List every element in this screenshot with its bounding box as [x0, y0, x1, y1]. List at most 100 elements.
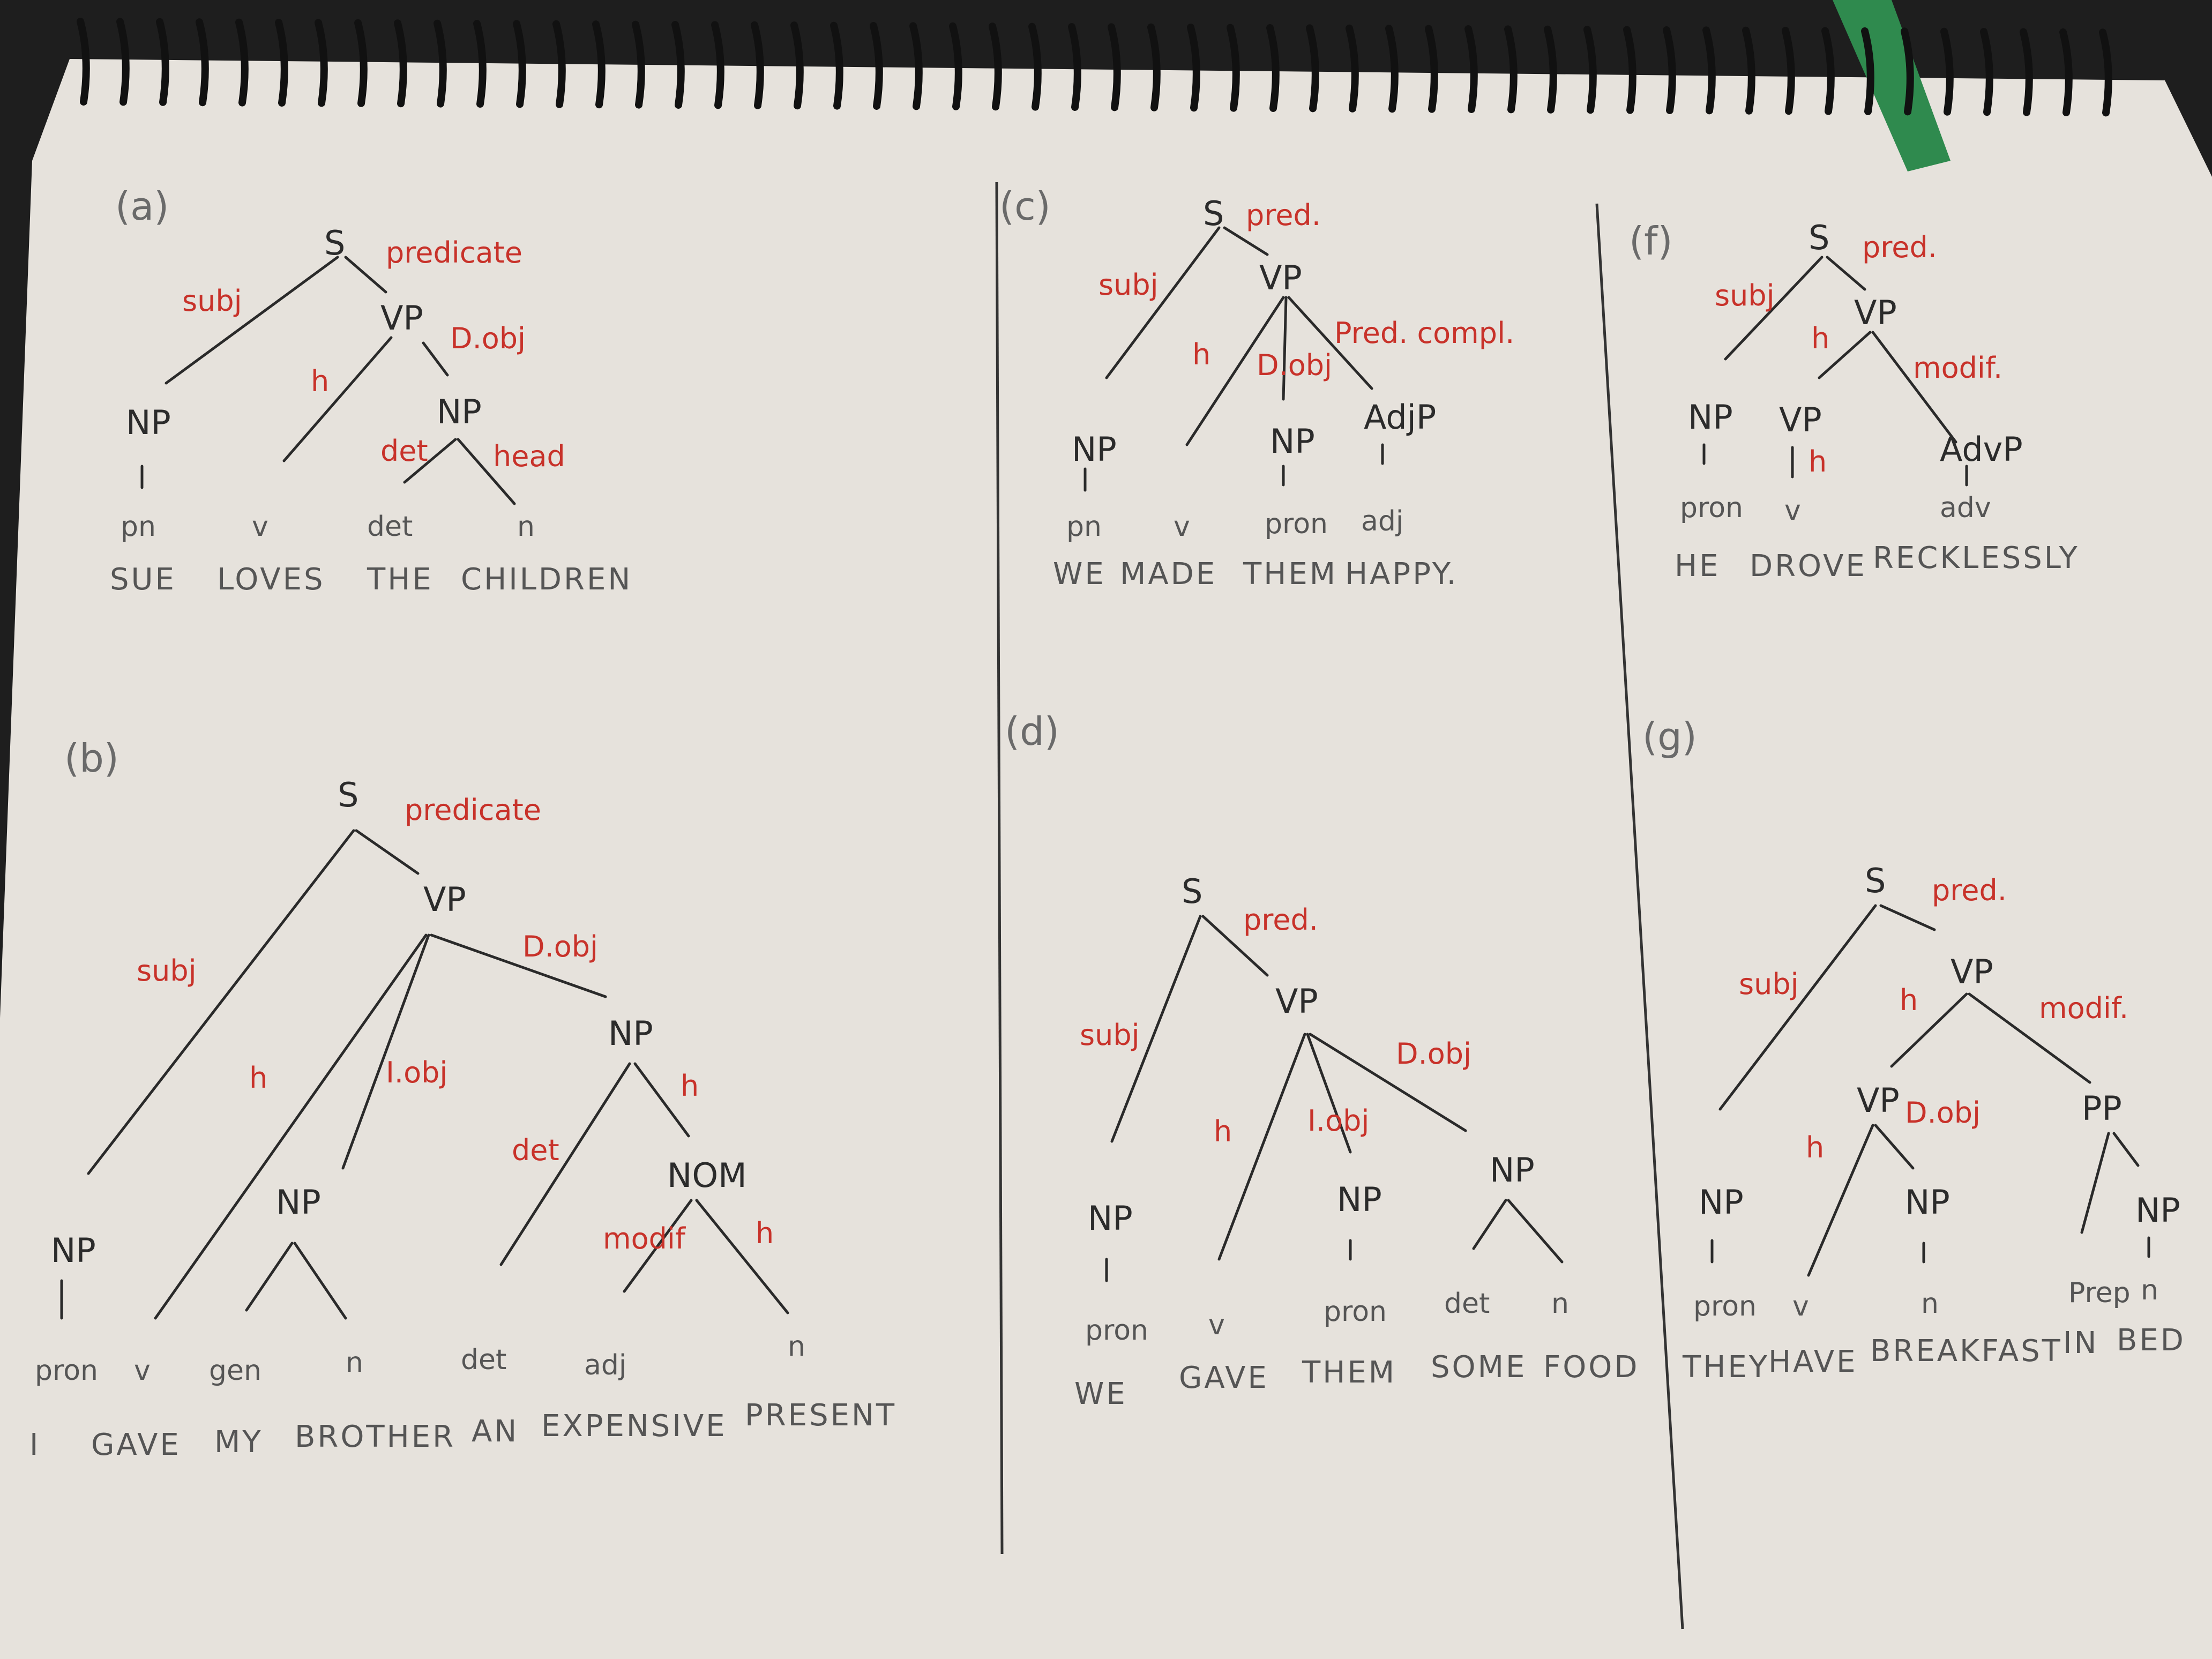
spiral-coil	[1940, 27, 1954, 116]
word-b-5: AN	[472, 1414, 519, 1449]
spiral-coil	[632, 20, 645, 109]
spiral-coil	[434, 19, 447, 108]
word-g-3: BREAKFAST	[1870, 1334, 2062, 1369]
label-g: (g)	[1642, 714, 1697, 759]
pos-b-1: pron	[35, 1355, 98, 1387]
spiral-coil	[711, 21, 724, 109]
word-c-4: HAPPY.	[1345, 557, 1458, 592]
word-d-4: SOME	[1431, 1350, 1527, 1385]
node-f-np: NP	[1688, 398, 1733, 437]
spiral-coil	[1028, 23, 1042, 111]
rel-d-subj: subj	[1080, 1018, 1140, 1052]
node-g-pp: PP	[2082, 1089, 2122, 1128]
tree-a: (a) S VP NP NP subj predicate h D.obj de…	[110, 184, 630, 597]
spiral-coil	[1782, 27, 1795, 115]
spiral-coil	[1980, 28, 1993, 116]
tree-g: (g) S VP VP PP NP NP NP subj pred. h mod…	[1642, 714, 2186, 1385]
pos-f-3: adv	[1940, 492, 1991, 524]
node-d-np1: NP	[1088, 1199, 1133, 1238]
spiral-coil	[1464, 25, 1478, 113]
spiral-coil	[354, 19, 368, 107]
spiral-coil	[2020, 28, 2033, 116]
node-b-nom: NOM	[667, 1156, 747, 1195]
node-c-s: S	[1203, 194, 1224, 233]
rel-b-subj: subj	[137, 954, 197, 988]
pos-c-1: pn	[1066, 511, 1102, 543]
spiral-binding	[77, 18, 2112, 117]
node-f-s: S	[1809, 218, 1829, 257]
label-a: (a)	[115, 184, 169, 229]
pos-d-2: v	[1208, 1309, 1225, 1341]
pos-b-4: n	[346, 1347, 363, 1379]
rel-b-h3: h	[756, 1216, 774, 1250]
spiral-coil	[949, 22, 962, 110]
word-g-5: BED	[2117, 1323, 2186, 1358]
pos-d-3: pron	[1324, 1296, 1387, 1328]
rel-b-h: h	[249, 1061, 267, 1095]
pos-g-2: v	[1792, 1290, 1809, 1322]
spiral-coil	[1108, 23, 1121, 111]
word-f-3: RECKLESSLY	[1873, 541, 2080, 576]
word-c-2: MADE	[1120, 557, 1217, 592]
pos-d-5: n	[1551, 1288, 1569, 1320]
tree-c: (c) S VP NP NP AdjP subj pred. h D.obj P…	[999, 184, 1514, 592]
spiral-coil	[2099, 28, 2112, 117]
node-g-vp2: VP	[1857, 1081, 1900, 1120]
spiral-coil	[1385, 25, 1399, 113]
spiral-coil	[315, 19, 328, 107]
spiral-coil	[1663, 26, 1676, 114]
pos-c-3: pron	[1265, 508, 1328, 540]
spiral-coil	[870, 22, 883, 110]
rel-b-det: det	[512, 1133, 559, 1167]
pos-b-7: n	[788, 1331, 805, 1363]
word-b-6: EXPENSIVE	[541, 1409, 727, 1444]
rel-f-subj: subj	[1715, 279, 1775, 312]
spiral-coil	[156, 18, 169, 106]
green-pen	[1833, 0, 1951, 171]
spiral-coil	[235, 18, 249, 107]
rel-a-subj: subj	[182, 284, 242, 318]
separator-1	[995, 182, 1004, 1555]
node-g-np3: NP	[2135, 1191, 2180, 1230]
rel-a-pred: predicate	[386, 236, 522, 270]
node-b-np-dobj: NP	[608, 1014, 653, 1053]
word-b-7: PRESENT	[745, 1398, 896, 1433]
word-b-4: BROTHER	[295, 1419, 455, 1454]
spiral-coil	[77, 18, 90, 106]
node-d-np3: NP	[1490, 1150, 1535, 1190]
spiral-coil	[1901, 27, 1914, 116]
spiral-coil	[751, 21, 764, 109]
rel-c-dobj: D.obj	[1257, 348, 1332, 382]
node-d-s: S	[1182, 872, 1202, 911]
pos-g-5: n	[2141, 1274, 2158, 1306]
node-a-s: S	[324, 223, 345, 263]
pos-b-3: gen	[209, 1355, 261, 1387]
rel-f-modif: modif.	[1913, 351, 2002, 385]
node-c-np1: NP	[1072, 430, 1117, 469]
word-b-3: MY	[214, 1425, 263, 1460]
rel-c-subj: subj	[1098, 268, 1159, 302]
node-g-np1: NP	[1699, 1183, 1744, 1222]
rel-g-subj: subj	[1739, 967, 1799, 1001]
rel-b-dobj: D.obj	[522, 930, 598, 963]
pos-g-4: Prep	[2068, 1277, 2131, 1309]
separator-2	[1595, 203, 1684, 1630]
spiral-coil	[1702, 26, 1716, 115]
node-g-vp: VP	[1951, 952, 1993, 991]
pos-g-3: n	[1921, 1288, 1939, 1320]
node-f-vp2: VP	[1779, 400, 1822, 439]
spiral-coil	[1187, 24, 1200, 112]
pos-b-2: v	[134, 1355, 151, 1387]
tree-b: (b) S VP NP NP NP NOM subj predicate h I…	[29, 736, 896, 1462]
pos-b-5: det	[461, 1344, 506, 1376]
word-d-5: FOOD	[1543, 1350, 1640, 1385]
rel-g-pred: pred.	[1932, 873, 2007, 907]
spiral-coil	[552, 20, 566, 108]
rel-b-iobj: I.obj	[386, 1056, 447, 1089]
word-g-4: IN	[2063, 1326, 2098, 1361]
spiral-coil	[394, 19, 407, 108]
spiral-coil	[1266, 24, 1280, 112]
pos-d-1: pron	[1085, 1314, 1148, 1347]
pos-a-1: pn	[121, 511, 156, 543]
